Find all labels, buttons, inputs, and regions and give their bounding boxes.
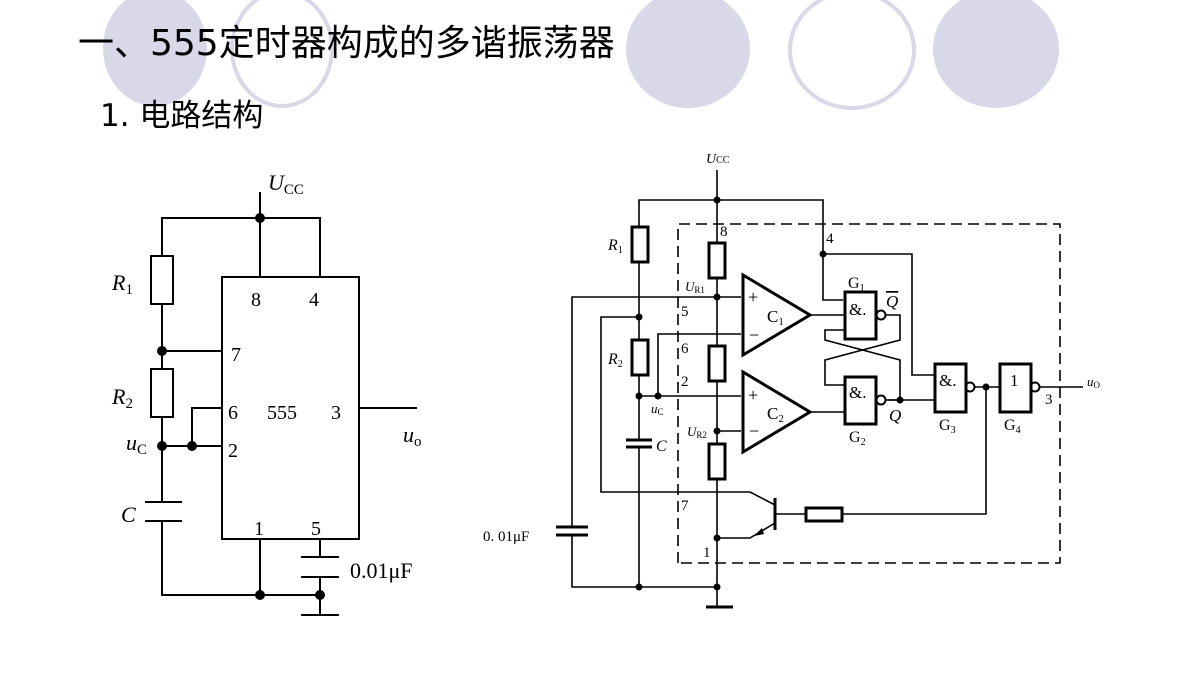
uc-label: uC xyxy=(126,430,147,458)
g3-symbol: &. xyxy=(939,371,956,390)
g3-inverter-bubble xyxy=(964,381,976,393)
g1-symbol: &. xyxy=(849,300,866,319)
ic-boundary xyxy=(677,223,1061,564)
divider-resistor-mid xyxy=(707,344,727,383)
transistor-collector xyxy=(741,491,776,506)
pin-6-label: 6 xyxy=(228,402,238,424)
pin6-wire xyxy=(191,407,222,446)
decor-circle-5 xyxy=(933,0,1059,108)
uo-label: uO xyxy=(1087,374,1101,390)
c1-label: C1 xyxy=(767,307,784,328)
g2-symbol: &. xyxy=(849,383,866,402)
r2-label: R2 xyxy=(607,351,623,370)
ur2-label: UR2 xyxy=(687,424,707,440)
cross-wire-b xyxy=(824,314,901,386)
pin-4-label: 4 xyxy=(826,231,834,247)
pin-5-label: 5 xyxy=(311,518,321,540)
c1-minus: − xyxy=(749,325,759,345)
uc-label: uC xyxy=(651,401,664,417)
pin-5-label: 5 xyxy=(681,304,689,320)
slide-title: 一、555定时器构成的多谐振荡器 xyxy=(78,23,615,64)
g2-label: G2 xyxy=(849,429,866,448)
r1-label: R1 xyxy=(111,270,133,298)
transistor-emitter xyxy=(717,522,776,539)
decor-circle-3 xyxy=(626,0,750,108)
g1-label: G1 xyxy=(848,275,865,294)
divider-resistor-top xyxy=(707,241,727,280)
resistor-r1 xyxy=(150,255,174,305)
pin-6-label: 6 xyxy=(681,341,689,357)
g2-inverter-bubble xyxy=(875,394,887,406)
junction-dot xyxy=(315,590,325,600)
pin-4-label: 4 xyxy=(309,289,319,311)
base-resistor xyxy=(804,506,844,523)
ground-rail xyxy=(161,521,320,596)
resistor-r2 xyxy=(150,368,174,418)
pin-1-label: 1 xyxy=(254,518,264,540)
ground-rail xyxy=(571,535,717,588)
pin-8-label: 8 xyxy=(251,289,261,311)
pin-1-label: 1 xyxy=(703,545,711,561)
pin5-wire xyxy=(571,296,741,527)
cap-001-label: 0.01μF xyxy=(350,558,413,583)
pin-3-label: 3 xyxy=(1045,392,1053,408)
c-label: C xyxy=(656,438,667,455)
ur1-label: UR1 xyxy=(685,279,705,295)
pin6-wire xyxy=(657,333,741,396)
junction-dot xyxy=(187,441,197,451)
g4-label: G4 xyxy=(1004,417,1021,436)
c1-plus: + xyxy=(748,287,758,307)
c2-plus: + xyxy=(748,385,758,405)
resistor-r2 xyxy=(630,338,650,377)
comparator-c1 xyxy=(741,272,813,358)
junction-dot xyxy=(255,590,265,600)
resistor-r1 xyxy=(630,225,650,264)
decor-circle-4 xyxy=(788,0,916,110)
g1-inverter-bubble xyxy=(875,309,887,321)
pin7-wire xyxy=(600,316,741,493)
top-rail xyxy=(161,217,321,277)
comparator-c2 xyxy=(741,369,813,455)
left-555-schematic: UCC 8 4 7 6 555 3 2 1 5 R1 R2 uC C xyxy=(111,170,422,616)
uo-label: uo xyxy=(403,422,422,450)
emitter-arrow-icon xyxy=(754,528,764,536)
q-node xyxy=(896,396,904,404)
chip-name-label: 555 xyxy=(267,402,297,424)
feedback-to-transistor-wire xyxy=(842,387,987,515)
ucc-label: UCC xyxy=(268,170,304,198)
decor-circle-1 xyxy=(103,0,207,106)
pin-7-label: 7 xyxy=(681,498,689,514)
top-rail xyxy=(638,199,843,301)
q-label: Q xyxy=(889,406,901,425)
ucc-label-right: UCC xyxy=(706,152,730,167)
g4-symbol: 1 xyxy=(1010,371,1019,390)
reset-to-g3-wire xyxy=(823,253,935,376)
pin-2-label: 2 xyxy=(681,374,689,390)
pin-7-label: 7 xyxy=(231,344,241,366)
right-555-internal-schematic: UCC 8 4 UR1 UR2 1 R1 R2 uC xyxy=(483,152,1101,609)
g4-inverter-bubble xyxy=(1029,381,1041,393)
decor-circle-2 xyxy=(230,0,334,108)
slide-subtitle: 1. 电路结构 xyxy=(100,98,264,134)
r1-label: R1 xyxy=(607,237,623,256)
c2-minus: − xyxy=(749,421,759,441)
divider-resistor-bottom xyxy=(707,442,727,481)
c2-label: C2 xyxy=(767,404,784,425)
pin-8-label: 8 xyxy=(720,224,728,240)
qbar-label: Q xyxy=(886,292,898,311)
pin-2-label: 2 xyxy=(228,440,238,462)
g3-label: G3 xyxy=(939,417,956,436)
r2-label: R2 xyxy=(111,384,133,412)
pin-3-label: 3 xyxy=(331,402,341,424)
c-label: C xyxy=(121,502,136,527)
cap-001-label: 0. 01μF xyxy=(483,529,529,545)
